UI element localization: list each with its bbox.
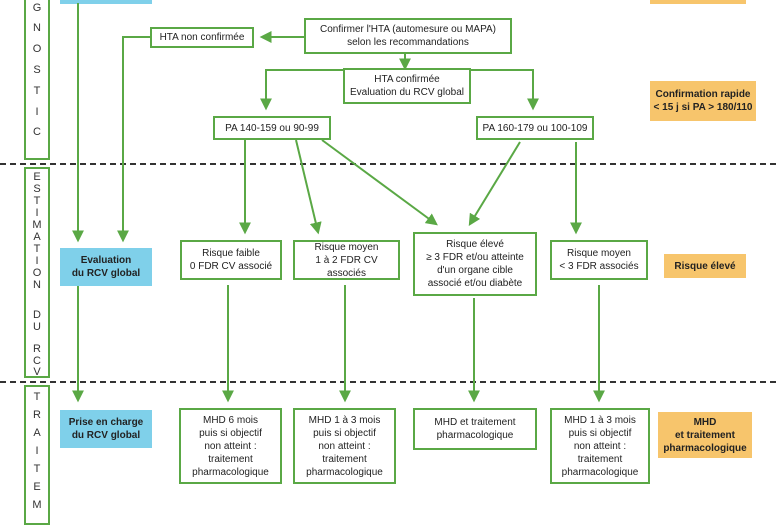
node-risque-eleve-text: Risque élevé ≥ 3 FDR et/ou atteinte d'un… <box>426 239 524 289</box>
lane-divider-estimation <box>0 381 776 383</box>
node-risque-moyen-2: Risque moyen < 3 FDR associés <box>550 240 648 280</box>
lane-letter: T <box>33 85 41 97</box>
node-pa-140-159-text: PA 140-159 ou 90-99 <box>225 122 319 134</box>
lane-letter: E <box>33 171 41 183</box>
badge-risque-eleve-text: Risque élevé <box>674 260 736 272</box>
lane-estimation: E S T I M A T I O N D U R C V <box>24 167 50 378</box>
lane-letter: T <box>33 243 41 255</box>
arrow-to-pa-high <box>471 69 539 111</box>
badge-mhd-traitement-text: MHD et traitement pharmacologique <box>663 416 747 454</box>
lane-letter: N <box>33 279 41 291</box>
lane-traitement: T R A I T E M <box>24 385 50 525</box>
node-mhd-1-3-mois-a: MHD 1 à 3 mois puis si objectif non atte… <box>293 408 396 484</box>
lane-letter: G <box>32 2 42 14</box>
lane-letter: T <box>33 195 41 207</box>
node-mhd-1-3-mois-b: MHD 1 à 3 mois puis si objectif non atte… <box>550 408 650 484</box>
node-mhd-6-mois-text: MHD 6 mois puis si objectif non atteint … <box>192 414 269 478</box>
badge-risque-eleve: Risque élevé <box>664 254 746 278</box>
node-mhd-1-3-mois-b-text: MHD 1 à 3 mois puis si objectif non atte… <box>561 414 639 478</box>
node-mhd-traitement: MHD et traitement pharmacologique <box>413 408 537 450</box>
box-prise-en-charge-text: Prise en charge du RCV global <box>68 417 144 441</box>
box-prise-en-charge: Prise en charge du RCV global <box>60 410 152 448</box>
lane-letter: T <box>33 391 41 403</box>
arrow-pa-low-to-eleve <box>321 139 438 226</box>
lane-letter: M <box>32 499 42 511</box>
lane-divider-diagnostic <box>0 163 776 165</box>
node-mhd-6-mois: MHD 6 mois puis si objectif non atteint … <box>179 408 282 484</box>
lane-letter: C <box>33 126 41 138</box>
top-orange-strip <box>650 0 746 4</box>
badge-mhd-traitement: MHD et traitement pharmacologique <box>658 412 752 458</box>
lane-letter: M <box>32 219 42 231</box>
lane-letter: N <box>33 22 41 34</box>
lane-letter: R <box>33 343 41 355</box>
lane-letter: D <box>33 309 41 321</box>
node-mhd-traitement-text: MHD et traitement pharmacologique <box>434 417 516 441</box>
lane-diagnostic: G N O S T I C <box>24 0 50 160</box>
lane-letter: A <box>33 427 41 439</box>
node-mhd-1-3-mois-a-text: MHD 1 à 3 mois puis si objectif non atte… <box>306 414 383 478</box>
node-hta-confirmee: HTA confirmée Evaluation du RCV global <box>343 68 471 104</box>
node-hta-non-confirmee-text: HTA non confirmée <box>159 32 245 43</box>
lane-letter: I <box>35 255 39 267</box>
node-risque-moyen-1: Risque moyen 1 à 2 FDR CV associés <box>293 240 400 280</box>
node-hta-non-confirmee: HTA non confirmée <box>150 27 254 48</box>
lane-letter: S <box>33 64 41 76</box>
lane-letter: V <box>33 366 41 378</box>
lane-letter: I <box>35 106 39 118</box>
badge-confirmation-rapide: Confirmation rapide < 15 j si PA > 180/1… <box>650 81 756 121</box>
arrow-to-pa-low <box>260 69 343 111</box>
lane-letter: C <box>33 355 41 367</box>
top-blue-strip <box>60 0 152 4</box>
lane-letter: I <box>35 207 39 219</box>
arrow-pa-high-to-eleve <box>468 141 521 227</box>
arrow-pa-low-to-moyen <box>295 139 322 235</box>
box-evaluation-rcv-text: Evaluation du RCV global <box>71 255 141 279</box>
badge-confirmation-rapide-text: Confirmation rapide < 15 j si PA > 180/1… <box>653 89 753 113</box>
lane-letter: S <box>33 183 41 195</box>
node-confirmer-hta: Confirmer l'HTA (automesure ou MAPA) sel… <box>304 18 512 54</box>
lane-letter: I <box>35 445 39 457</box>
lane-letter: U <box>33 321 41 333</box>
node-risque-moyen-2-text: Risque moyen < 3 FDR associés <box>559 248 639 272</box>
node-risque-moyen-1-text: Risque moyen 1 à 2 FDR CV associés <box>314 241 379 279</box>
node-risque-faible-text: Risque faible 0 FDR CV associé <box>189 248 273 272</box>
box-evaluation-rcv: Evaluation du RCV global <box>60 248 152 286</box>
node-confirmer-hta-text: Confirmer l'HTA (automesure ou MAPA) sel… <box>319 24 497 48</box>
lane-letter: E <box>33 481 41 493</box>
node-hta-confirmee-text: HTA confirmée Evaluation du RCV global <box>350 74 464 98</box>
lane-letter: A <box>33 231 41 243</box>
lane-letter: O <box>32 43 42 55</box>
node-risque-faible: Risque faible 0 FDR CV associé <box>180 240 282 280</box>
lane-letter: T <box>33 463 41 475</box>
arrow-non-confirmee-to-eval <box>117 36 150 243</box>
node-pa-160-179-text: PA 160-179 ou 100-109 <box>482 122 588 134</box>
node-pa-140-159: PA 140-159 ou 90-99 <box>213 116 331 140</box>
node-pa-160-179: PA 160-179 ou 100-109 <box>476 116 594 140</box>
lane-letter: O <box>32 267 42 279</box>
lane-letter: R <box>33 409 41 421</box>
node-risque-eleve: Risque élevé ≥ 3 FDR et/ou atteinte d'un… <box>413 232 537 296</box>
